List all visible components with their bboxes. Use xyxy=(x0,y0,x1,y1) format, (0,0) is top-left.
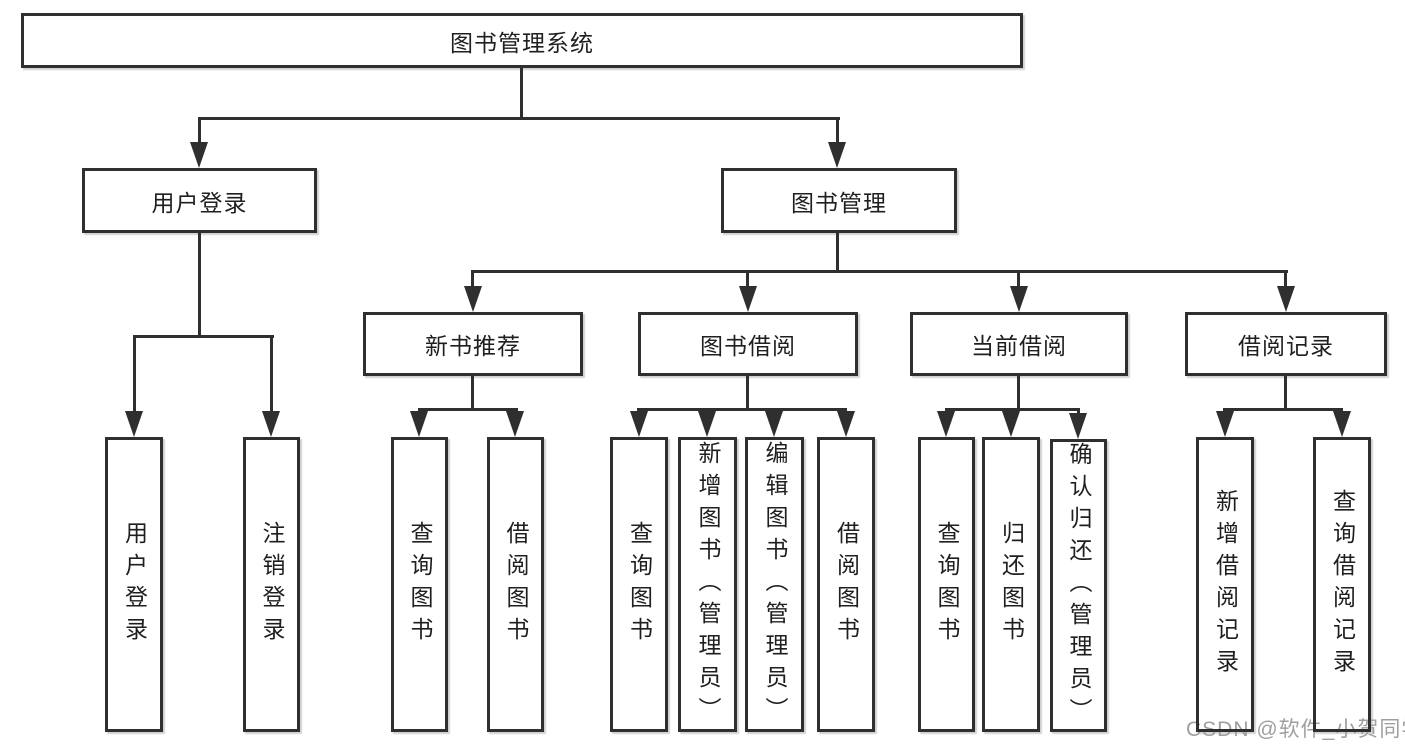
node-label: 新书推荐 xyxy=(425,333,521,359)
connector-line xyxy=(471,270,1288,273)
leaf-current-confirm-return-admin: 确认归还（管理员） xyxy=(1050,439,1107,732)
connector-line xyxy=(746,376,749,411)
connector-line xyxy=(945,408,1080,411)
arrow-down-icon xyxy=(630,411,648,437)
leaf-label: 归还图书 xyxy=(998,520,1025,649)
node-current-borrowing: 当前借阅 xyxy=(910,312,1128,376)
arrow-down-icon xyxy=(765,411,783,437)
connector-line xyxy=(471,270,474,292)
leaf-user-login: 用户登录 xyxy=(105,437,163,732)
connector-line xyxy=(1284,270,1287,292)
node-label: 借阅记录 xyxy=(1238,333,1334,359)
connector-line xyxy=(198,117,201,145)
arrow-down-icon xyxy=(1333,411,1351,437)
arrow-down-icon xyxy=(1002,411,1020,437)
leaf-label: 注销登录 xyxy=(259,520,285,649)
node-label: 用户登录 xyxy=(151,189,248,216)
watermark: CSDN @软件_小贺同学 xyxy=(1186,718,1405,741)
node-book-borrowing: 图书借阅 xyxy=(638,312,858,376)
arrow-down-icon xyxy=(262,411,280,437)
arrow-down-icon xyxy=(698,411,716,437)
leaf-label: 查询图书 xyxy=(934,520,960,649)
leaf-label: 新增借阅记录 xyxy=(1212,488,1239,681)
leaf-borrow-query-books: 查询图书 xyxy=(610,437,668,732)
arrow-down-icon xyxy=(125,411,143,437)
leaf-label: 查询图书 xyxy=(407,520,433,649)
arrow-down-icon xyxy=(828,142,846,168)
arrow-down-icon xyxy=(506,411,524,437)
connector-line xyxy=(746,270,749,292)
leaf-label: 查询图书 xyxy=(626,520,653,649)
connector-line xyxy=(418,408,518,411)
node-user-login: 用户登录 xyxy=(82,168,317,233)
connector-line xyxy=(1223,408,1343,411)
node-label: 图书管理 xyxy=(791,189,887,216)
connector-line xyxy=(133,335,274,338)
connector-line xyxy=(1077,408,1080,416)
leaf-label: 新增图书（管理员） xyxy=(695,440,721,729)
node-label: 图书管理系统 xyxy=(450,29,594,56)
node-library-management-system: 图书管理系统 xyxy=(21,13,1023,68)
leaf-logout: 注销登录 xyxy=(243,437,300,732)
arrow-down-icon xyxy=(410,411,428,437)
leaf-label: 编辑图书（管理员） xyxy=(762,440,788,729)
arrow-down-icon xyxy=(937,411,955,437)
leaf-label: 确认归还（管理员） xyxy=(1066,441,1092,730)
arrow-down-icon xyxy=(1216,411,1234,437)
leaf-current-return-books: 归还图书 xyxy=(982,437,1040,732)
leaf-record-query-borrow-record: 查询借阅记录 xyxy=(1313,437,1371,732)
leaf-current-query-books: 查询图书 xyxy=(918,437,975,732)
node-label: 图书借阅 xyxy=(700,333,796,359)
leaf-label: 借阅图书 xyxy=(833,520,860,649)
arrow-down-icon xyxy=(837,411,855,437)
leaf-label: 用户登录 xyxy=(121,520,148,649)
arrow-down-icon xyxy=(190,142,208,168)
connector-line xyxy=(836,117,839,145)
arrow-down-icon xyxy=(1277,286,1295,312)
arrow-down-icon xyxy=(739,286,757,312)
connector-line xyxy=(1284,376,1287,411)
connector-line xyxy=(520,68,523,120)
node-label: 当前借阅 xyxy=(971,333,1067,359)
arrow-down-icon xyxy=(464,286,482,312)
leaf-borrow-borrow-books: 借阅图书 xyxy=(817,437,875,732)
connector-line xyxy=(637,408,847,411)
node-new-book-recommendation: 新书推荐 xyxy=(363,312,583,376)
leaf-label: 借阅图书 xyxy=(503,520,529,649)
leaf-newbook-borrow-books: 借阅图书 xyxy=(487,437,544,732)
leaf-borrow-add-books-admin: 新增图书（管理员） xyxy=(678,437,737,732)
connector-line xyxy=(270,335,273,413)
leaf-newbook-query-books: 查询图书 xyxy=(391,437,448,732)
arrow-down-icon xyxy=(1069,413,1087,439)
leaf-label: 查询借阅记录 xyxy=(1329,488,1356,681)
connector-line xyxy=(133,335,136,413)
arrow-down-icon xyxy=(1010,286,1028,312)
connector-line xyxy=(471,376,474,411)
leaf-record-add-borrow-record: 新增借阅记录 xyxy=(1196,437,1254,732)
connector-line xyxy=(198,117,840,120)
node-book-management: 图书管理 xyxy=(721,168,957,233)
connector-line xyxy=(1017,376,1020,411)
connector-line xyxy=(836,233,839,273)
leaf-borrow-edit-books-admin: 编辑图书（管理员） xyxy=(745,437,804,732)
connector-line xyxy=(198,233,201,338)
connector-line xyxy=(1017,270,1020,292)
node-borrowing-records: 借阅记录 xyxy=(1185,312,1387,376)
